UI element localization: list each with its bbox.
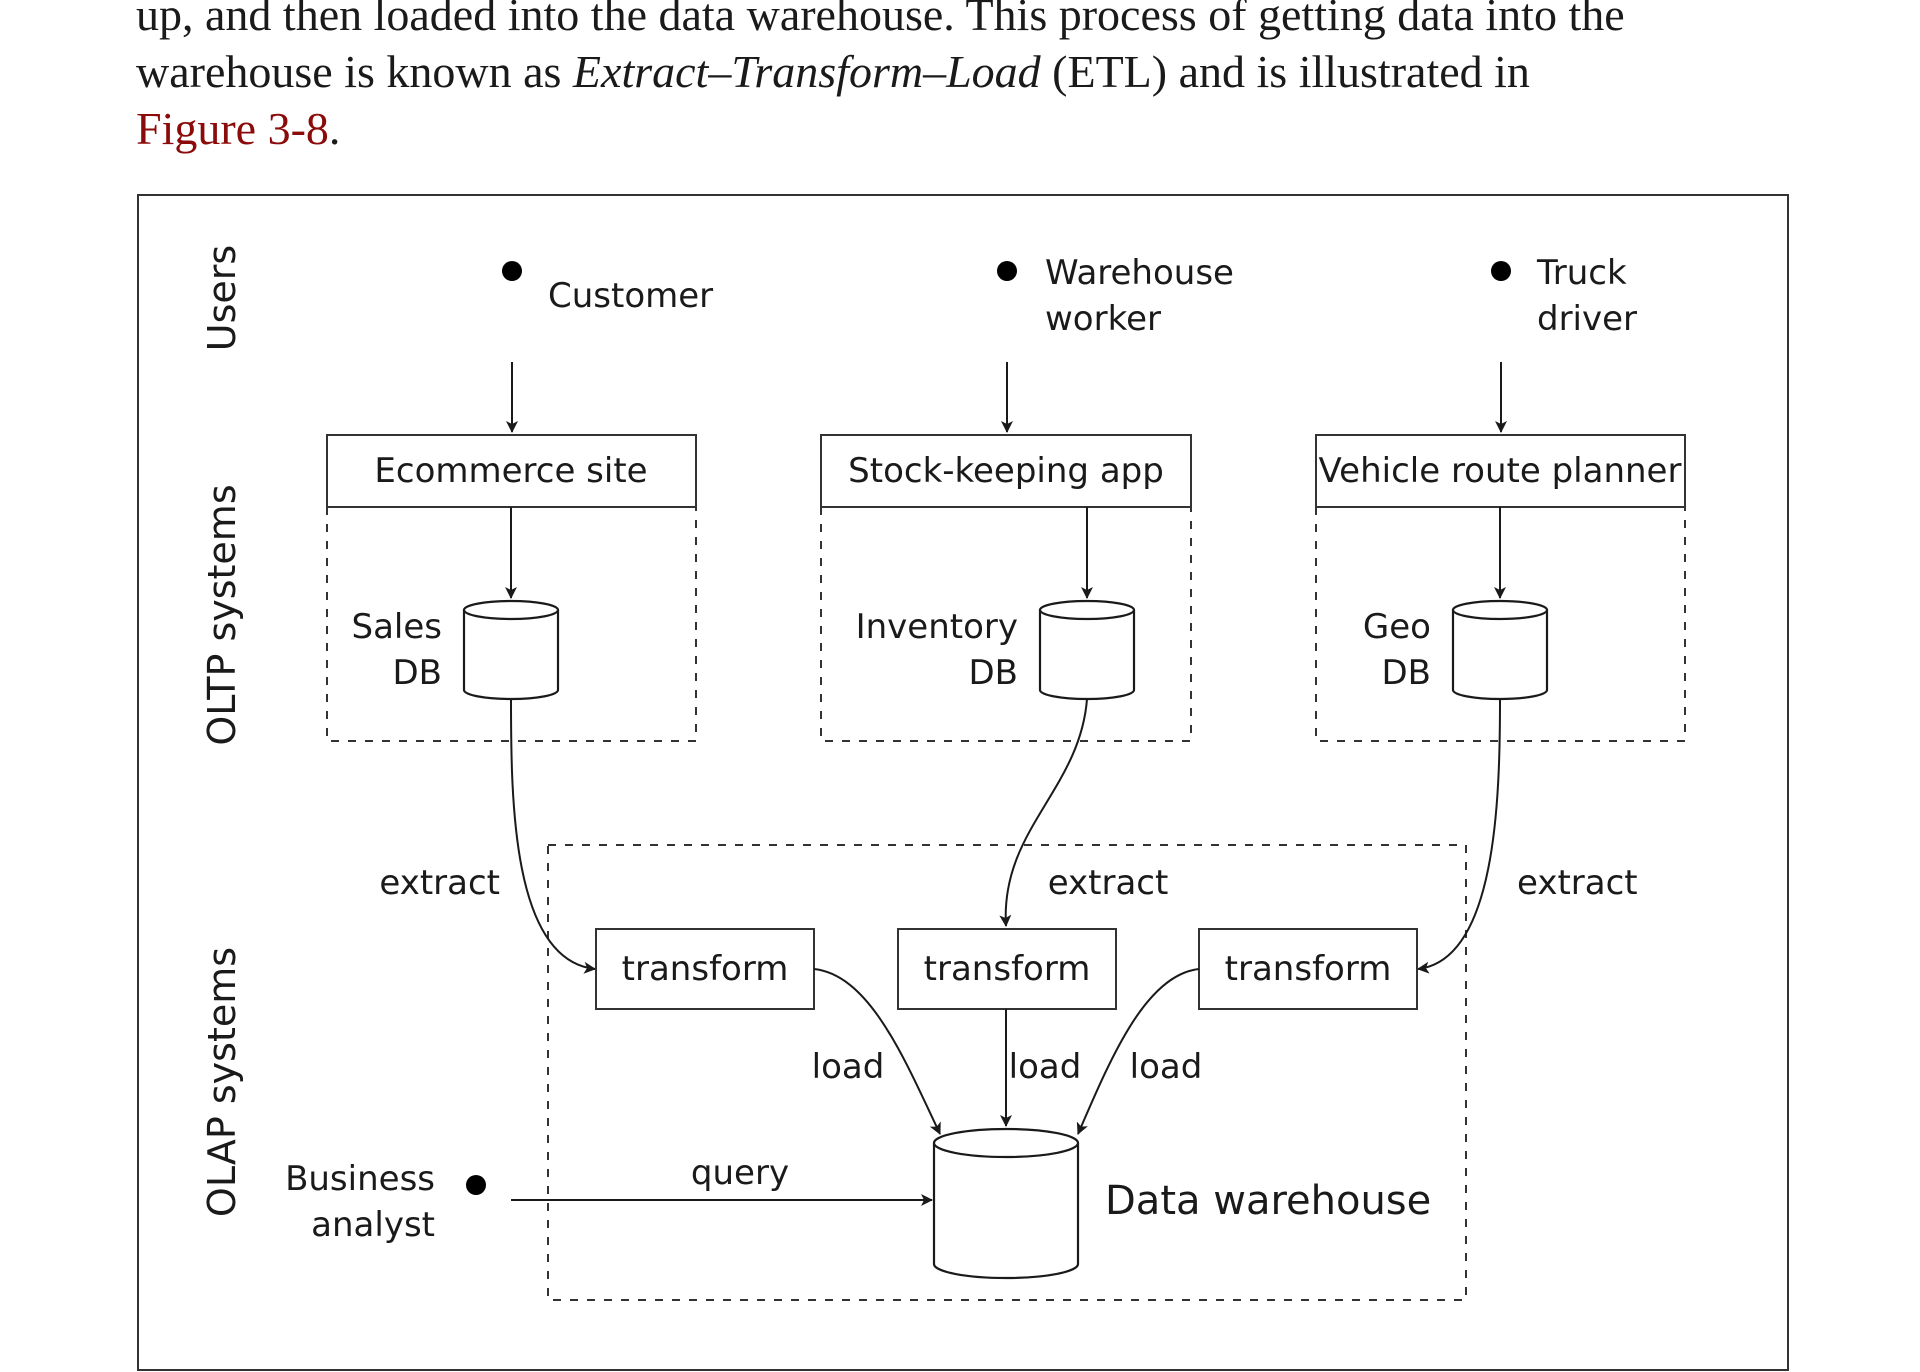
geo-db-label-2: DB [1381,653,1431,693]
etl-term: Extract–Transform–Load [572,46,1041,97]
paragraph-end: . [328,103,341,154]
transform-box-sales [595,928,815,1010]
extract-label-right: extract [1517,863,1638,903]
truck-driver-label-2: driver [1537,299,1637,339]
ecommerce-site-label: Ecommerce site [374,451,647,491]
transform-label-inventory: transform [924,949,1091,989]
vehicle-route-planner-label: Vehicle route planner [1319,451,1682,491]
paragraph-line-2-end: (ETL) and is illustrated in [1040,46,1530,97]
sales-extract-arrow [510,698,596,974]
transform-box-inventory [897,928,1117,1010]
stock-oltp-container [820,507,1192,742]
sales-db-icon [462,599,560,701]
route-oltp-container [1315,507,1686,742]
load-label-right: load [1130,1047,1203,1087]
data-warehouse-icon [932,1127,1080,1280]
warehouse-worker-label-1: Warehouse [1045,253,1234,293]
warehouse-worker-label-2: worker [1045,299,1161,339]
body-paragraph: up, and then loaded into the data wareho… [136,0,1786,157]
lane-users: Users [200,245,244,351]
warehouse-worker-person-icon [994,261,1020,323]
sales-db-label-1: Sales [352,607,443,647]
olap-container [547,844,1467,1301]
geo-load-arrow [1076,968,1200,1135]
query-label: query [691,1153,789,1193]
truck-driver-person-icon [1488,261,1514,323]
extract-label-center: extract [1048,863,1169,903]
inventory-db-label-2: DB [968,653,1018,693]
lane-olap: OLAP systems [200,947,244,1217]
inventory-db-label-1: Inventory [856,607,1018,647]
inventory-db-icon [1038,599,1136,701]
transform-label-sales: transform [622,949,789,989]
geo-db-icon [1451,599,1549,701]
data-warehouse-label: Data warehouse [1105,1178,1431,1224]
paragraph-line-1: up, and then loaded into the data wareho… [136,0,1625,40]
transform-label-geo: transform [1225,949,1392,989]
stock-keeping-app-box [820,434,1192,508]
business-analyst-person-icon [463,1175,489,1237]
inventory-extract-arrow [999,698,1088,927]
ecommerce-site-box [326,434,697,508]
extract-label-left: extract [379,863,500,903]
figure-frame [137,194,1789,1371]
stock-keeping-app-label: Stock-keeping app [848,451,1164,491]
figure-link[interactable]: Figure 3-8 [136,103,329,154]
lane-oltp: OLTP systems [200,484,244,745]
truck-driver-label-1: Truck [1536,253,1627,293]
load-label-center: load [1009,1047,1082,1087]
geo-extract-arrow [1417,698,1501,974]
customer-person-icon [499,261,525,323]
load-label-left: load [812,1047,885,1087]
business-analyst-label-1: Business [285,1159,435,1199]
ecommerce-oltp-container [326,507,697,742]
customer-label: Customer [548,276,713,316]
sales-load-arrow [813,968,941,1135]
geo-db-label-1: Geo [1363,607,1431,647]
business-analyst-label-2: analyst [311,1205,435,1245]
sales-db-label-2: DB [392,653,442,693]
paragraph-line-2-start: warehouse is known as [136,46,573,97]
